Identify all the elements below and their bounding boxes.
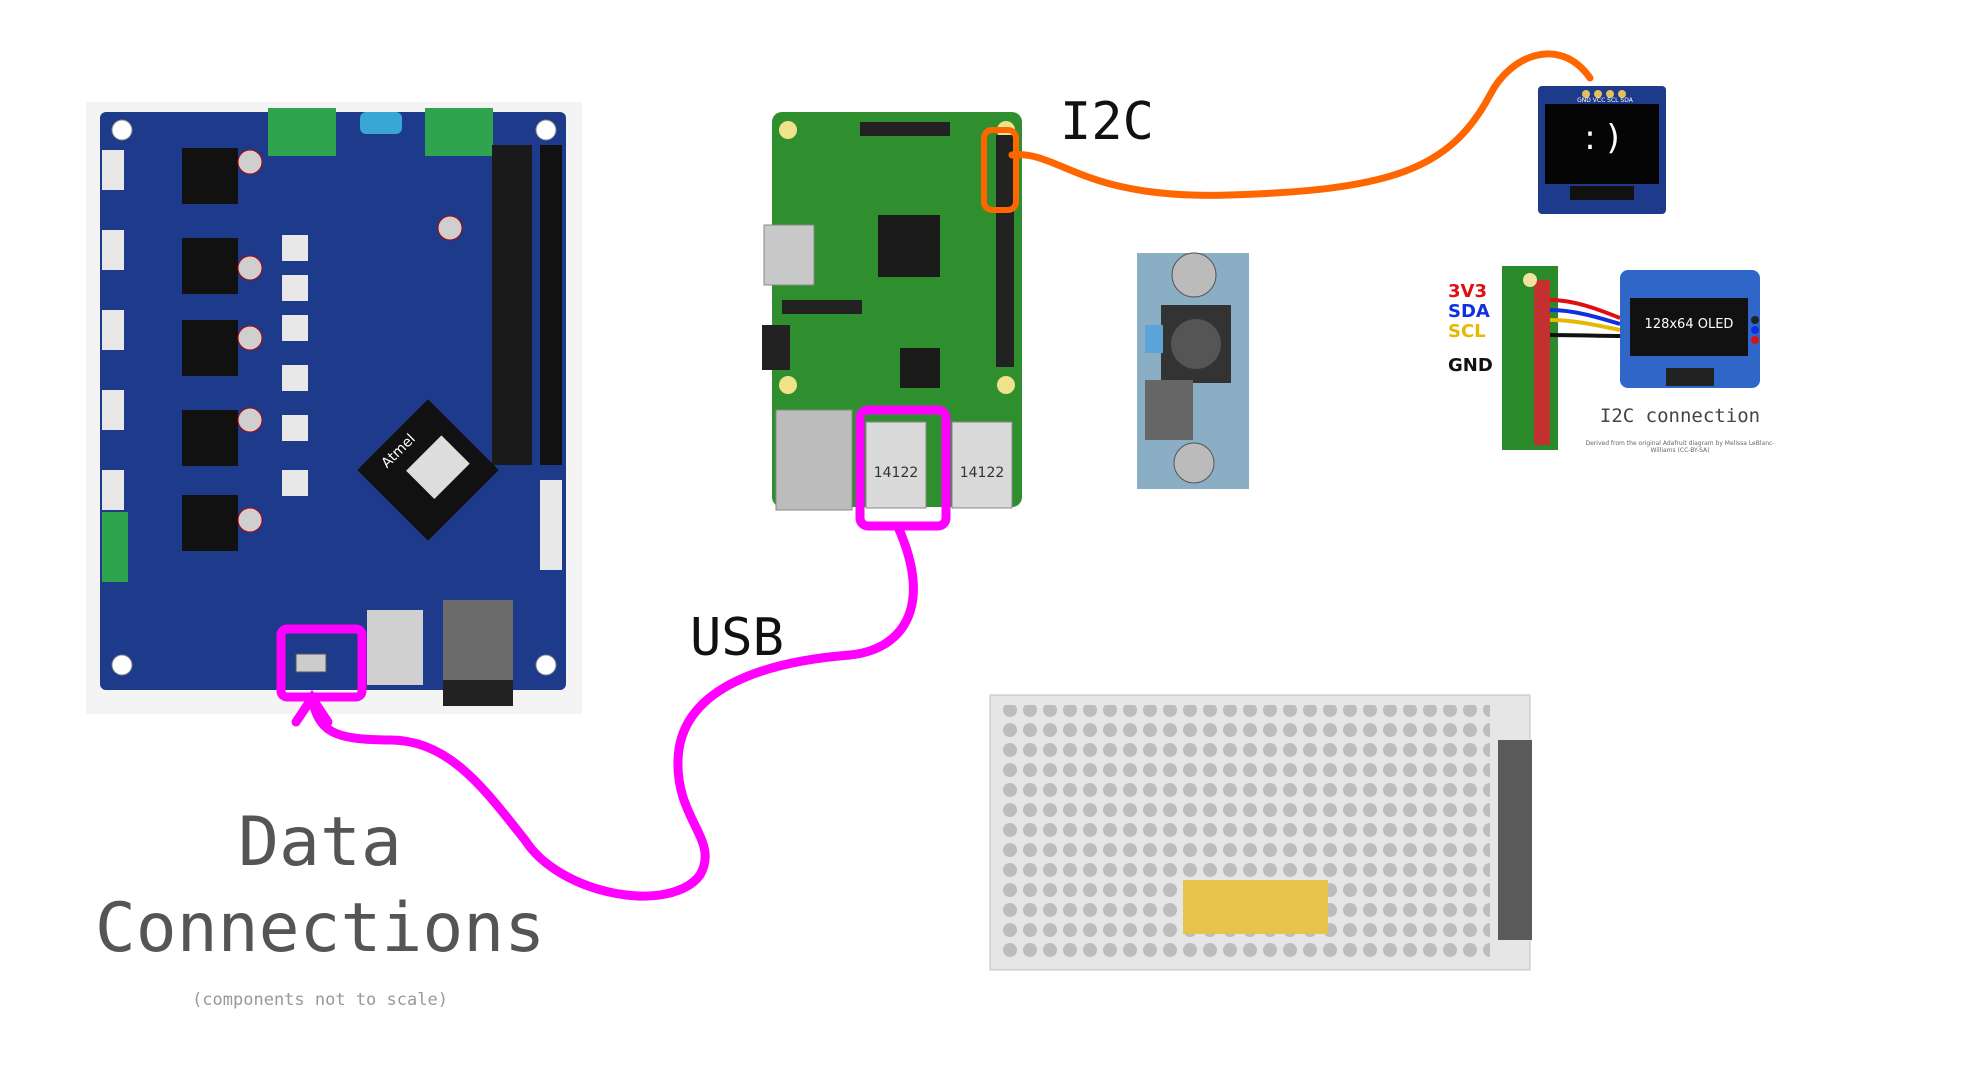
oled-screen-label: 128x64 OLED (1644, 317, 1734, 332)
controller-board: Atmel (86, 102, 582, 714)
oled-face: : ) (1584, 118, 1620, 158)
i2c-wiring-diagram (1502, 266, 1760, 450)
page-title: Data Connections (60, 800, 580, 972)
oled-module (1538, 86, 1666, 214)
i2c-header-highlight (981, 127, 1019, 213)
pin-label-sda: SDA (1448, 301, 1490, 322)
i2c-diagram-credit: Derived from the original Adafruit diagr… (1585, 440, 1775, 454)
board-usb-port-highlight (276, 624, 367, 702)
pin-label-scl: SCL (1448, 321, 1486, 342)
usb-cable (307, 522, 918, 901)
title-line-1: Data (238, 803, 402, 882)
i2c-cable (1008, 50, 1594, 199)
rpi-usb-port-highlight (855, 405, 951, 531)
title-line-2: Connections (94, 889, 546, 968)
raspberry-pi-board (762, 112, 1022, 511)
oled-pin-labels: GND VCC SCL SDA (1577, 97, 1633, 104)
page-subtitle: (components not to scale) (192, 990, 448, 1010)
rpi-usb-text-1: 14122 (873, 465, 919, 481)
pin-label-gnd: GND (1448, 355, 1493, 376)
i2c-label: I2C (1060, 92, 1154, 152)
buck-converter (1137, 252, 1249, 489)
pin-label-3v3: 3V3 (1448, 281, 1487, 302)
usb-label: USB (690, 608, 784, 668)
i2c-diagram-caption: I2C connection (1599, 405, 1761, 427)
rpi-usb-text-2: 14122 (959, 465, 1005, 481)
